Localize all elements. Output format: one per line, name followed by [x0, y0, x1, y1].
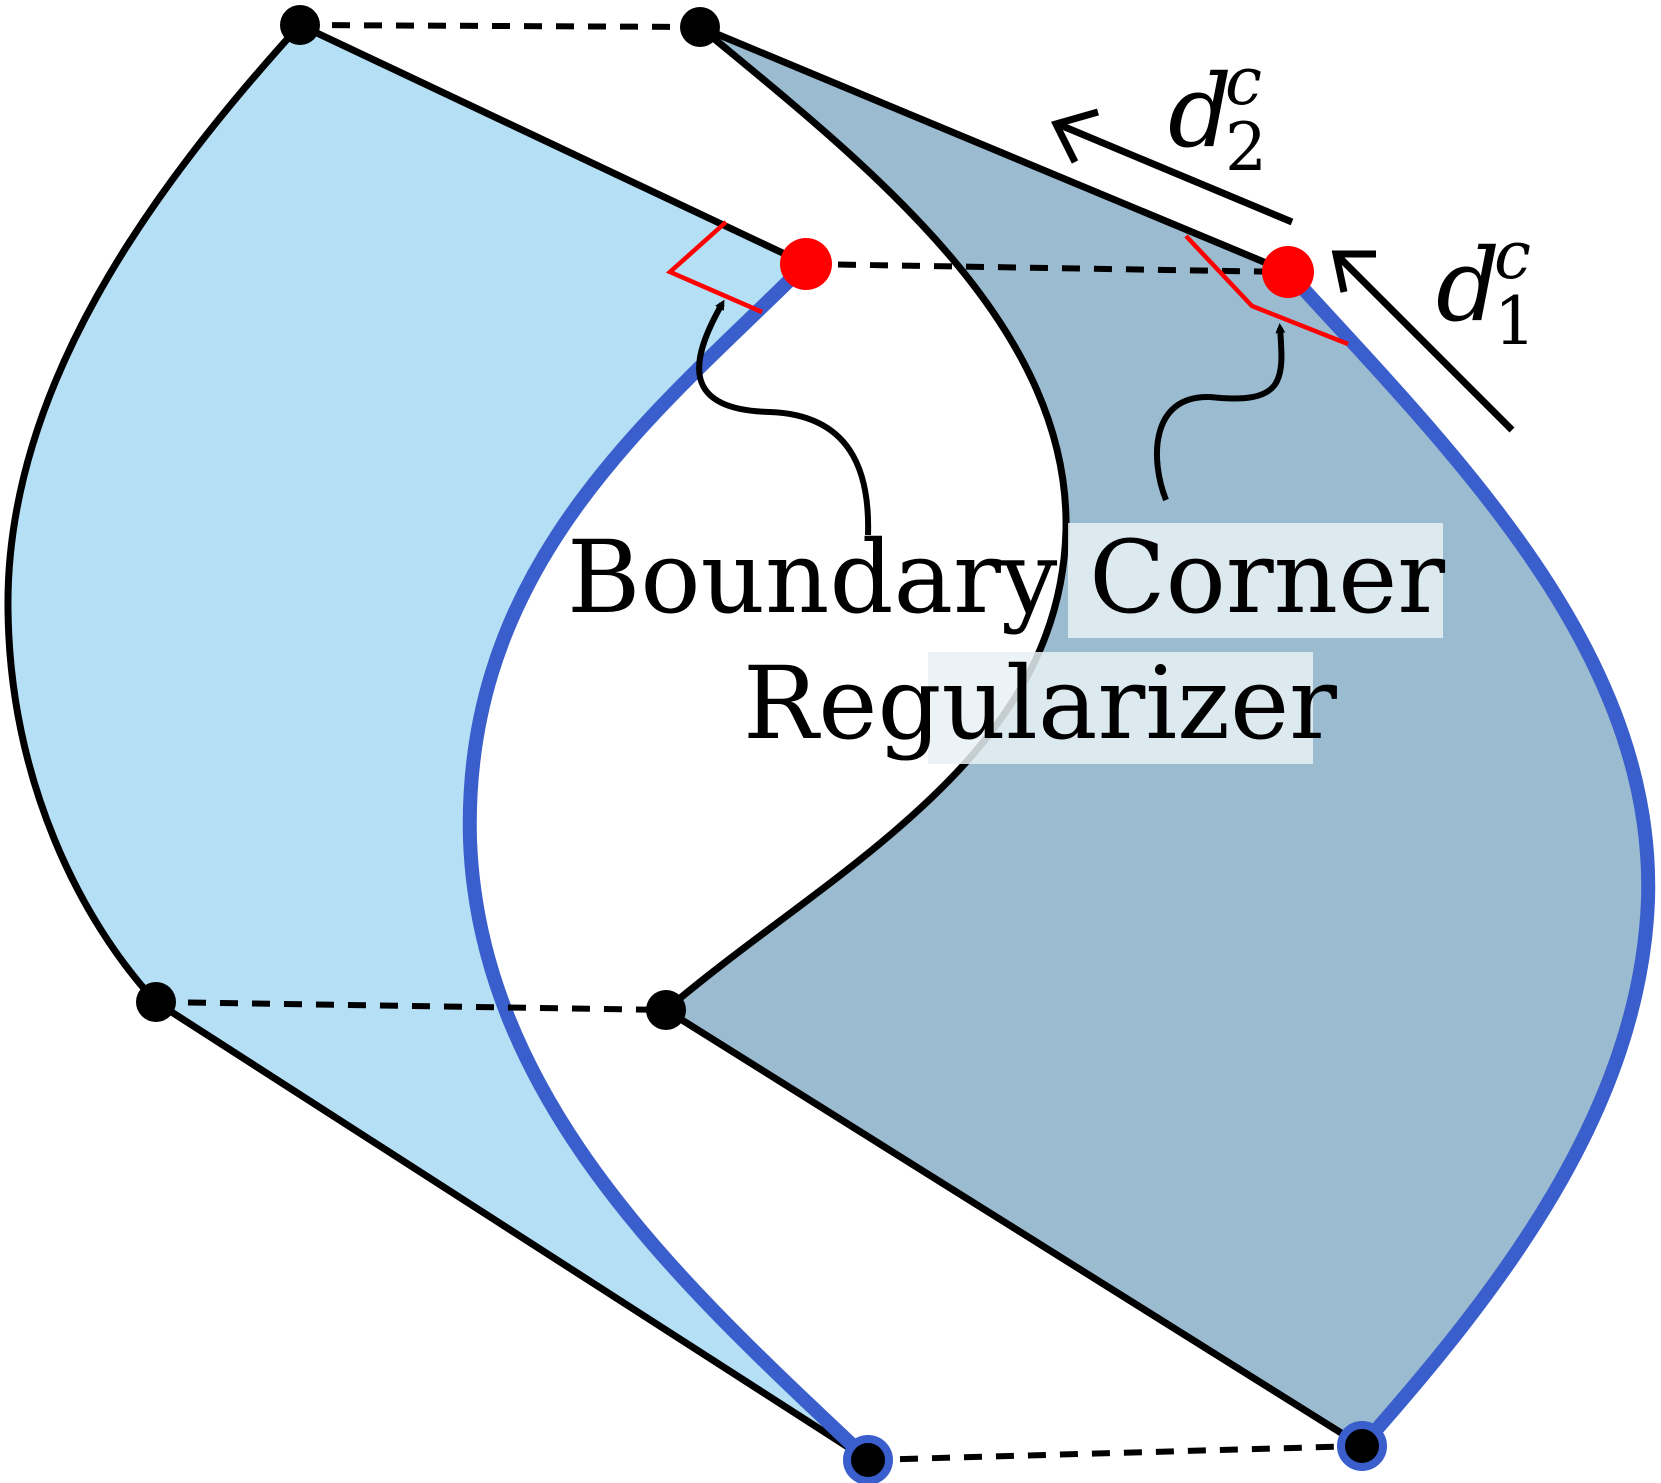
d2-base: d [1168, 53, 1232, 170]
d1-label: d c 1 [1436, 217, 1536, 360]
vertex-top-mid [680, 7, 720, 47]
d2-arrow-icon [1050, 108, 1294, 226]
d1-arrow-icon [1331, 250, 1515, 433]
right-bottom-edge [664, 1007, 1364, 1449]
dashed-link-top [299, 22, 701, 30]
right-top-edge [698, 23, 1290, 276]
left-bottom-edge [154, 999, 870, 1463]
right-pointer-arrow [1154, 323, 1286, 502]
d2-sup: c [1225, 43, 1262, 120]
corner-point-right [1262, 246, 1314, 298]
right-regularizer-mark [1184, 234, 1349, 347]
left-pointer-arrow [696, 299, 872, 536]
vertex-top-left [280, 5, 320, 45]
vertex-bottom-left [843, 1435, 893, 1483]
corner-point-left [780, 238, 832, 290]
dashed-link-middle [155, 999, 667, 1013]
d2-sub: 2 [1225, 109, 1267, 186]
left-blue-boundary [462, 257, 875, 1467]
d1-base: d [1436, 227, 1500, 344]
label-regularizer: Regularizer [743, 645, 1337, 762]
dashed-link-corner [805, 261, 1289, 275]
d2-label: d c 2 [1168, 43, 1267, 186]
label-boundary-corner: Boundary Corner [567, 519, 1445, 636]
dashed-link-bottom [867, 1443, 1363, 1463]
vertex-mid-center [646, 990, 686, 1030]
left-regularizer-mark [665, 220, 763, 315]
left-outer-edge [4, 22, 303, 1005]
vertex-mid-left [136, 982, 176, 1022]
vertex-bottom-right [1337, 1421, 1387, 1471]
d1-sup: c [1494, 217, 1531, 294]
label-bg-line2 [928, 652, 1313, 764]
right-blue-boundary [1281, 265, 1656, 1453]
left-patch [7, 25, 869, 1460]
label-bg-line1 [1068, 523, 1443, 638]
d1-sub: 1 [1494, 283, 1536, 360]
right-inner-edge [663, 24, 1070, 1013]
